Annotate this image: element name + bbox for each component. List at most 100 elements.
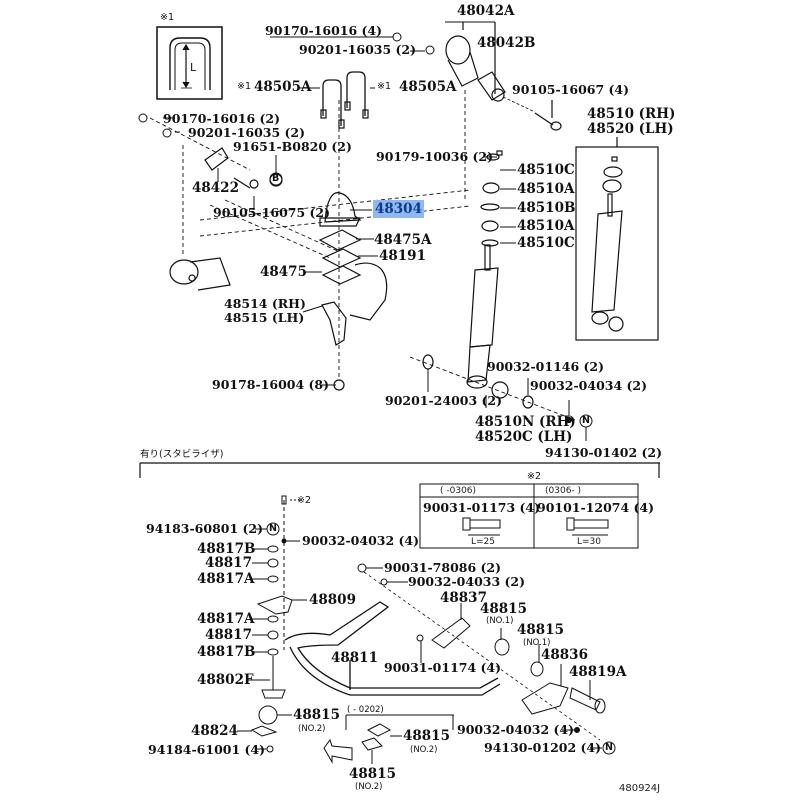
part-sub-48815-no1-a: (NO.1) xyxy=(486,616,514,626)
part-label-48191[interactable]: 48191 xyxy=(379,248,426,264)
part-label-90032-04032-bar[interactable]: 90032-04032 (4) xyxy=(457,722,575,737)
part-label-48505a-right[interactable]: 48505A xyxy=(399,79,457,95)
note2-col2-length: L=30 xyxy=(577,537,602,547)
part-label-94130-01202[interactable]: 94130-01202 (4) xyxy=(484,740,602,755)
shock-assembly-box xyxy=(575,137,659,341)
part-label-90105-16075[interactable]: 90105-16075 (2) xyxy=(213,205,331,220)
part-label-48510a-bottom[interactable]: 48510A xyxy=(517,218,575,234)
part-label-48510c-top[interactable]: 48510C xyxy=(517,162,575,178)
note2-col2-header: (0306- ) xyxy=(545,486,582,496)
part-label-48422[interactable]: 48422 xyxy=(192,180,239,196)
part-label-94130-01402[interactable]: 94130-01402 (2) xyxy=(545,445,663,460)
part-label-48824[interactable]: 48824 xyxy=(191,723,238,739)
part-label-91651-b0820[interactable]: 91651-B0820 (2) xyxy=(233,139,352,154)
callout-n-icon-link: N xyxy=(269,523,277,534)
part-label-48815-no2-b[interactable]: 48815 xyxy=(403,728,450,744)
part-label-48510b[interactable]: 48510B xyxy=(517,200,576,216)
date-range-0202: ( - 0202) xyxy=(347,705,384,715)
part-label-90032-04033[interactable]: 90032-04033 (2) xyxy=(408,574,526,589)
part-label-48817-top[interactable]: 48817 xyxy=(205,555,252,571)
part-label-48510a-top[interactable]: 48510A xyxy=(517,181,575,197)
shock-absorber-main-icon xyxy=(466,150,503,389)
part-label-90101-12074[interactable]: 90101-12074 (4) xyxy=(537,500,655,515)
part-label-90201-24003[interactable]: 90201-24003 (2) xyxy=(385,393,503,408)
part-label-94184-61001[interactable]: 94184-61001 (4) xyxy=(148,742,266,757)
highlighted-part-text[interactable]: 48304 xyxy=(373,200,424,218)
part-label-48817-bottom[interactable]: 48817 xyxy=(205,627,252,643)
note1-mark-48505a-right: ※1 xyxy=(377,81,392,92)
part-label-90032-04032-link[interactable]: 90032-04032 (4) xyxy=(302,533,420,548)
part-label-90031-01174[interactable]: 90031-01174 (4) xyxy=(384,660,502,675)
part-label-48819a[interactable]: 48819A xyxy=(569,664,627,680)
part-label-48802f[interactable]: 48802F xyxy=(197,672,254,688)
part-label-90170-16016-2[interactable]: 90170-16016 (2) xyxy=(163,111,281,126)
part-label-48475[interactable]: 48475 xyxy=(260,264,307,280)
part-label-48817a-top[interactable]: 48817A xyxy=(197,571,255,587)
part-sub-48815-no2-c: (NO.2) xyxy=(355,782,383,792)
part-label-48510n-rh[interactable]: 48510N (RH) xyxy=(475,414,576,430)
part-label-48815-no2-c[interactable]: 48815 xyxy=(349,766,396,782)
part-label-90170-16016-4[interactable]: 90170-16016 (4) xyxy=(265,23,383,38)
part-label-48837[interactable]: 48837 xyxy=(440,590,487,606)
stabilizer-bar-48811-icon xyxy=(284,601,501,696)
stabilizer-mount-right xyxy=(357,563,616,755)
part-sub-48815-no2-b: (NO.2) xyxy=(410,745,438,755)
leader-lines-upper xyxy=(138,32,593,441)
part-label-94183-60801[interactable]: 94183-60801 (2) xyxy=(146,521,264,536)
part-label-48505a-left[interactable]: 48505A xyxy=(254,79,312,95)
callout-n-icon-upper: N xyxy=(582,415,590,426)
spring-eye-bushing-icon xyxy=(169,257,231,291)
leaf-spring-icon xyxy=(149,90,576,421)
note2-bolt-table xyxy=(419,483,639,549)
part-label-90178-16004[interactable]: 90178-16004 (8) xyxy=(212,377,330,392)
part-label-48042b[interactable]: 48042B xyxy=(477,35,536,51)
callout-b-icon: B xyxy=(272,173,280,184)
stabilizer-link-column xyxy=(237,495,307,753)
note1-mark: ※1 xyxy=(160,12,175,23)
part-label-90201-16035-2a[interactable]: 90201-16035 (2) xyxy=(299,42,417,57)
part-sub-48815-no1-b: (NO.1) xyxy=(523,638,551,648)
note2-col1-header: ( -0306) xyxy=(440,486,477,496)
date-range-bracket-0202 xyxy=(323,714,454,764)
note2-mark: ※2 xyxy=(527,471,542,482)
part-label-90201-16035-2b[interactable]: 90201-16035 (2) xyxy=(188,125,306,140)
part-label-48042a[interactable]: 48042A xyxy=(457,3,515,19)
direction-arrow-icon xyxy=(323,738,353,764)
part-label-48475a[interactable]: 48475A xyxy=(374,232,432,248)
part-label-48304-highlighted[interactable]: 48304 xyxy=(373,200,424,218)
u-bolt-48505a-icon xyxy=(320,71,369,129)
part-label-90031-78086[interactable]: 90031-78086 (2) xyxy=(384,560,502,575)
diagram-code: 480924J xyxy=(619,783,661,794)
part-label-90105-16067[interactable]: 90105-16067 (4) xyxy=(512,82,630,97)
part-label-48817b-bottom[interactable]: 48817B xyxy=(197,644,256,660)
part-label-48520-lh[interactable]: 48520 (LH) xyxy=(587,121,674,137)
part-label-48815-no1-a[interactable]: 48815 xyxy=(480,601,527,617)
stabilizer-section-frame xyxy=(139,462,660,478)
part-label-48515-lh[interactable]: 48515 (LH) xyxy=(224,310,305,325)
pad-plates-icon xyxy=(318,229,362,285)
callout-n-icon-bar: N xyxy=(605,742,613,753)
part-label-48510c-bottom[interactable]: 48510C xyxy=(517,235,575,251)
part-label-48836[interactable]: 48836 xyxy=(541,647,588,663)
part-label-90032-01146[interactable]: 90032-01146 (2) xyxy=(487,359,605,374)
part-label-90032-04034[interactable]: 90032-04034 (2) xyxy=(530,378,648,393)
part-label-48815-no1-b[interactable]: 48815 xyxy=(517,622,564,638)
part-label-90179-10036[interactable]: 90179-10036 (2) xyxy=(376,149,494,164)
shackle-48042-icon xyxy=(445,21,506,102)
note2-col1-length: L=25 xyxy=(471,537,496,547)
part-label-48809[interactable]: 48809 xyxy=(309,592,356,608)
part-label-48817a-bottom[interactable]: 48817A xyxy=(197,611,255,627)
part-label-48811[interactable]: 48811 xyxy=(331,650,378,666)
part-label-48514-rh[interactable]: 48514 (RH) xyxy=(224,296,306,311)
part-label-90031-01173[interactable]: 90031-01173 (4) xyxy=(423,500,541,515)
note1-ubolt-detail-box xyxy=(156,26,223,100)
part-label-48815-no2-a[interactable]: 48815 xyxy=(293,707,340,723)
washer-90201-24003-icon xyxy=(422,354,434,370)
stabilizer-section-title: 有り(スタビライザ) xyxy=(140,449,224,460)
note1-mark-48505a-left: ※1 xyxy=(237,81,252,92)
part-label-48817b-top[interactable]: 48817B xyxy=(197,541,256,557)
part-sub-48815-no2-a: (NO.2) xyxy=(298,724,326,734)
part-label-48510-rh[interactable]: 48510 (RH) xyxy=(587,106,676,122)
part-label-48520c-lh[interactable]: 48520C (LH) xyxy=(475,429,573,445)
